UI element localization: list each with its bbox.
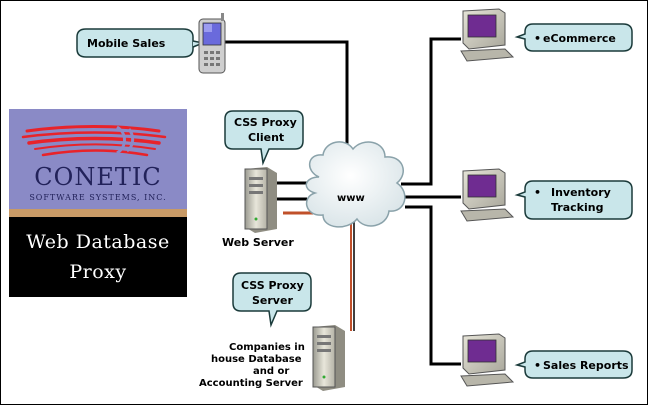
db-server-label-3: and or [253, 366, 289, 377]
product-name-line-2: Proxy [69, 261, 127, 283]
callout-mobile-sales: Mobile Sales [76, 28, 206, 58]
inventory-bullet: • [534, 186, 541, 199]
mobile-sales-label: Mobile Sales [87, 37, 166, 50]
link-cloud-to-ecommerce [401, 37, 461, 186]
logo-bottom-panel [9, 217, 187, 297]
callout-css-proxy-client: CSS Proxy Client [224, 110, 304, 166]
sales-reports-bullet: • [534, 359, 541, 372]
db-server-label-2: house Database [211, 354, 302, 365]
conetic-logo: CONETIC SOFTWARE SYSTEMS, INC. Web Datab… [9, 109, 187, 297]
database-server-icon [312, 325, 345, 391]
ecommerce-label: eCommerce [543, 32, 616, 45]
logo-brand: CONETIC [34, 163, 162, 191]
workstation-sales-reports-icon [460, 333, 515, 387]
inventory-label-2: Tracking [551, 201, 603, 214]
web-server-label: Web Server [222, 236, 294, 249]
css-proxy-server-label-1: CSS Proxy [241, 279, 304, 292]
internet-cloud: www [305, 141, 406, 228]
callout-ecommerce: • eCommerce [514, 23, 633, 52]
logo-subtitle: SOFTWARE SYSTEMS, INC. [29, 193, 167, 202]
workstation-inventory-icon [460, 168, 515, 222]
link-mobile-to-cloud [225, 40, 349, 169]
css-proxy-server-label-2: Server [252, 294, 293, 307]
link-cloud-to-sales-reports [405, 205, 461, 366]
callout-inventory: • Inventory Tracking [514, 180, 633, 220]
inventory-label-1: Inventory [551, 186, 611, 199]
callout-sales-reports: • Sales Reports [514, 350, 633, 379]
product-name-line-1: Web Database [26, 231, 170, 253]
ecommerce-bullet: • [534, 32, 541, 45]
sales-reports-label: Sales Reports [543, 359, 629, 372]
link-proxy-server [283, 212, 352, 331]
db-server-label-4: Accounting Server [199, 378, 303, 389]
callout-css-proxy-server: CSS Proxy Server [232, 272, 312, 328]
workstation-ecommerce-icon [460, 8, 515, 62]
db-server-label-1: Companies in [229, 342, 305, 353]
pda-icon [198, 13, 226, 74]
logo-band [9, 209, 187, 217]
logo-swoosh [21, 125, 167, 157]
css-proxy-client-label-1: CSS Proxy [234, 116, 297, 129]
css-proxy-client-label-2: Client [248, 131, 284, 144]
web-server-icon [244, 167, 277, 233]
www-label: www [337, 193, 365, 204]
network-links [225, 37, 461, 366]
